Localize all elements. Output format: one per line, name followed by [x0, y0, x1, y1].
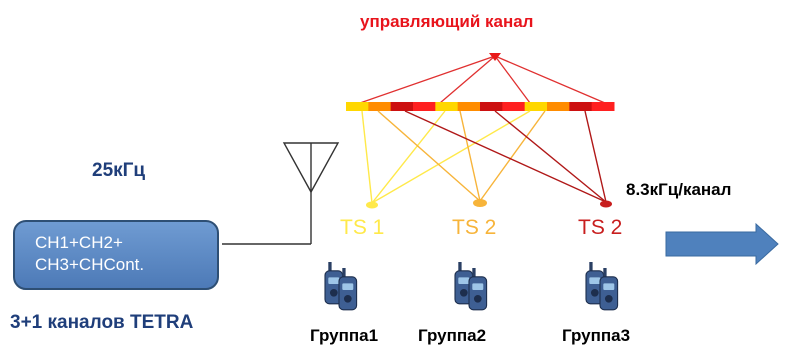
frame-slot: [346, 102, 369, 111]
ts3-node: [600, 200, 612, 208]
antenna-icon: [222, 142, 340, 245]
group-label-2: Группа2: [418, 326, 487, 345]
radio-groups: [324, 262, 619, 311]
control-channel-label: управляющий канал: [360, 12, 534, 31]
frame-slot: [547, 102, 570, 111]
bandwidth-label: 25кГц: [92, 160, 146, 181]
timeslot-label-2: TS 2: [452, 216, 497, 239]
rate-per-channel-label: 8.3кГц/канал: [626, 180, 732, 199]
timeslot-label-1: TS 1: [340, 216, 385, 239]
group-label-1: Группа1: [310, 326, 379, 345]
frame-slot: [368, 102, 392, 111]
timeslot-label-3: TS 2: [578, 216, 623, 239]
walkie-talkie-icon: [454, 262, 474, 305]
frame-slot: [480, 102, 503, 111]
walkie-talkie-icon: [585, 262, 605, 305]
channel-box: CH1+CH2+ CH3+CHCont.: [13, 220, 219, 290]
ts3-links: [404, 110, 607, 203]
ts1-node: [366, 201, 378, 209]
arrow-right-icon: [665, 222, 779, 266]
frame-slot: [524, 102, 548, 111]
walkie-talkie-icon: [468, 268, 488, 311]
frame-slot: [502, 102, 526, 111]
walkie-talkie-icon: [599, 268, 619, 311]
walkie-talkie-icon: [338, 268, 358, 311]
frame-slot: [569, 102, 593, 111]
tdma-frame-bar: [346, 102, 615, 111]
walkie-talkie-icon: [324, 262, 344, 305]
frame-slot: [457, 102, 481, 111]
control-channel-node: [489, 53, 501, 61]
group-label-3: Группа3: [562, 326, 631, 345]
ts2-links: [377, 110, 546, 202]
ts2-node: [473, 199, 487, 207]
frame-slot: [435, 102, 459, 111]
channel-box-line-2: CH3+CHCont.: [35, 255, 145, 274]
frame-slot: [591, 102, 615, 111]
channel-box-line-1: CH1+CH2+: [35, 233, 123, 252]
ts1-links: [361, 110, 531, 204]
frame-slot: [413, 102, 436, 111]
frame-slot: [390, 102, 414, 111]
tetra-channels-label: 3+1 каналов TETRA: [10, 312, 194, 333]
control-channel-links: [359, 55, 606, 104]
